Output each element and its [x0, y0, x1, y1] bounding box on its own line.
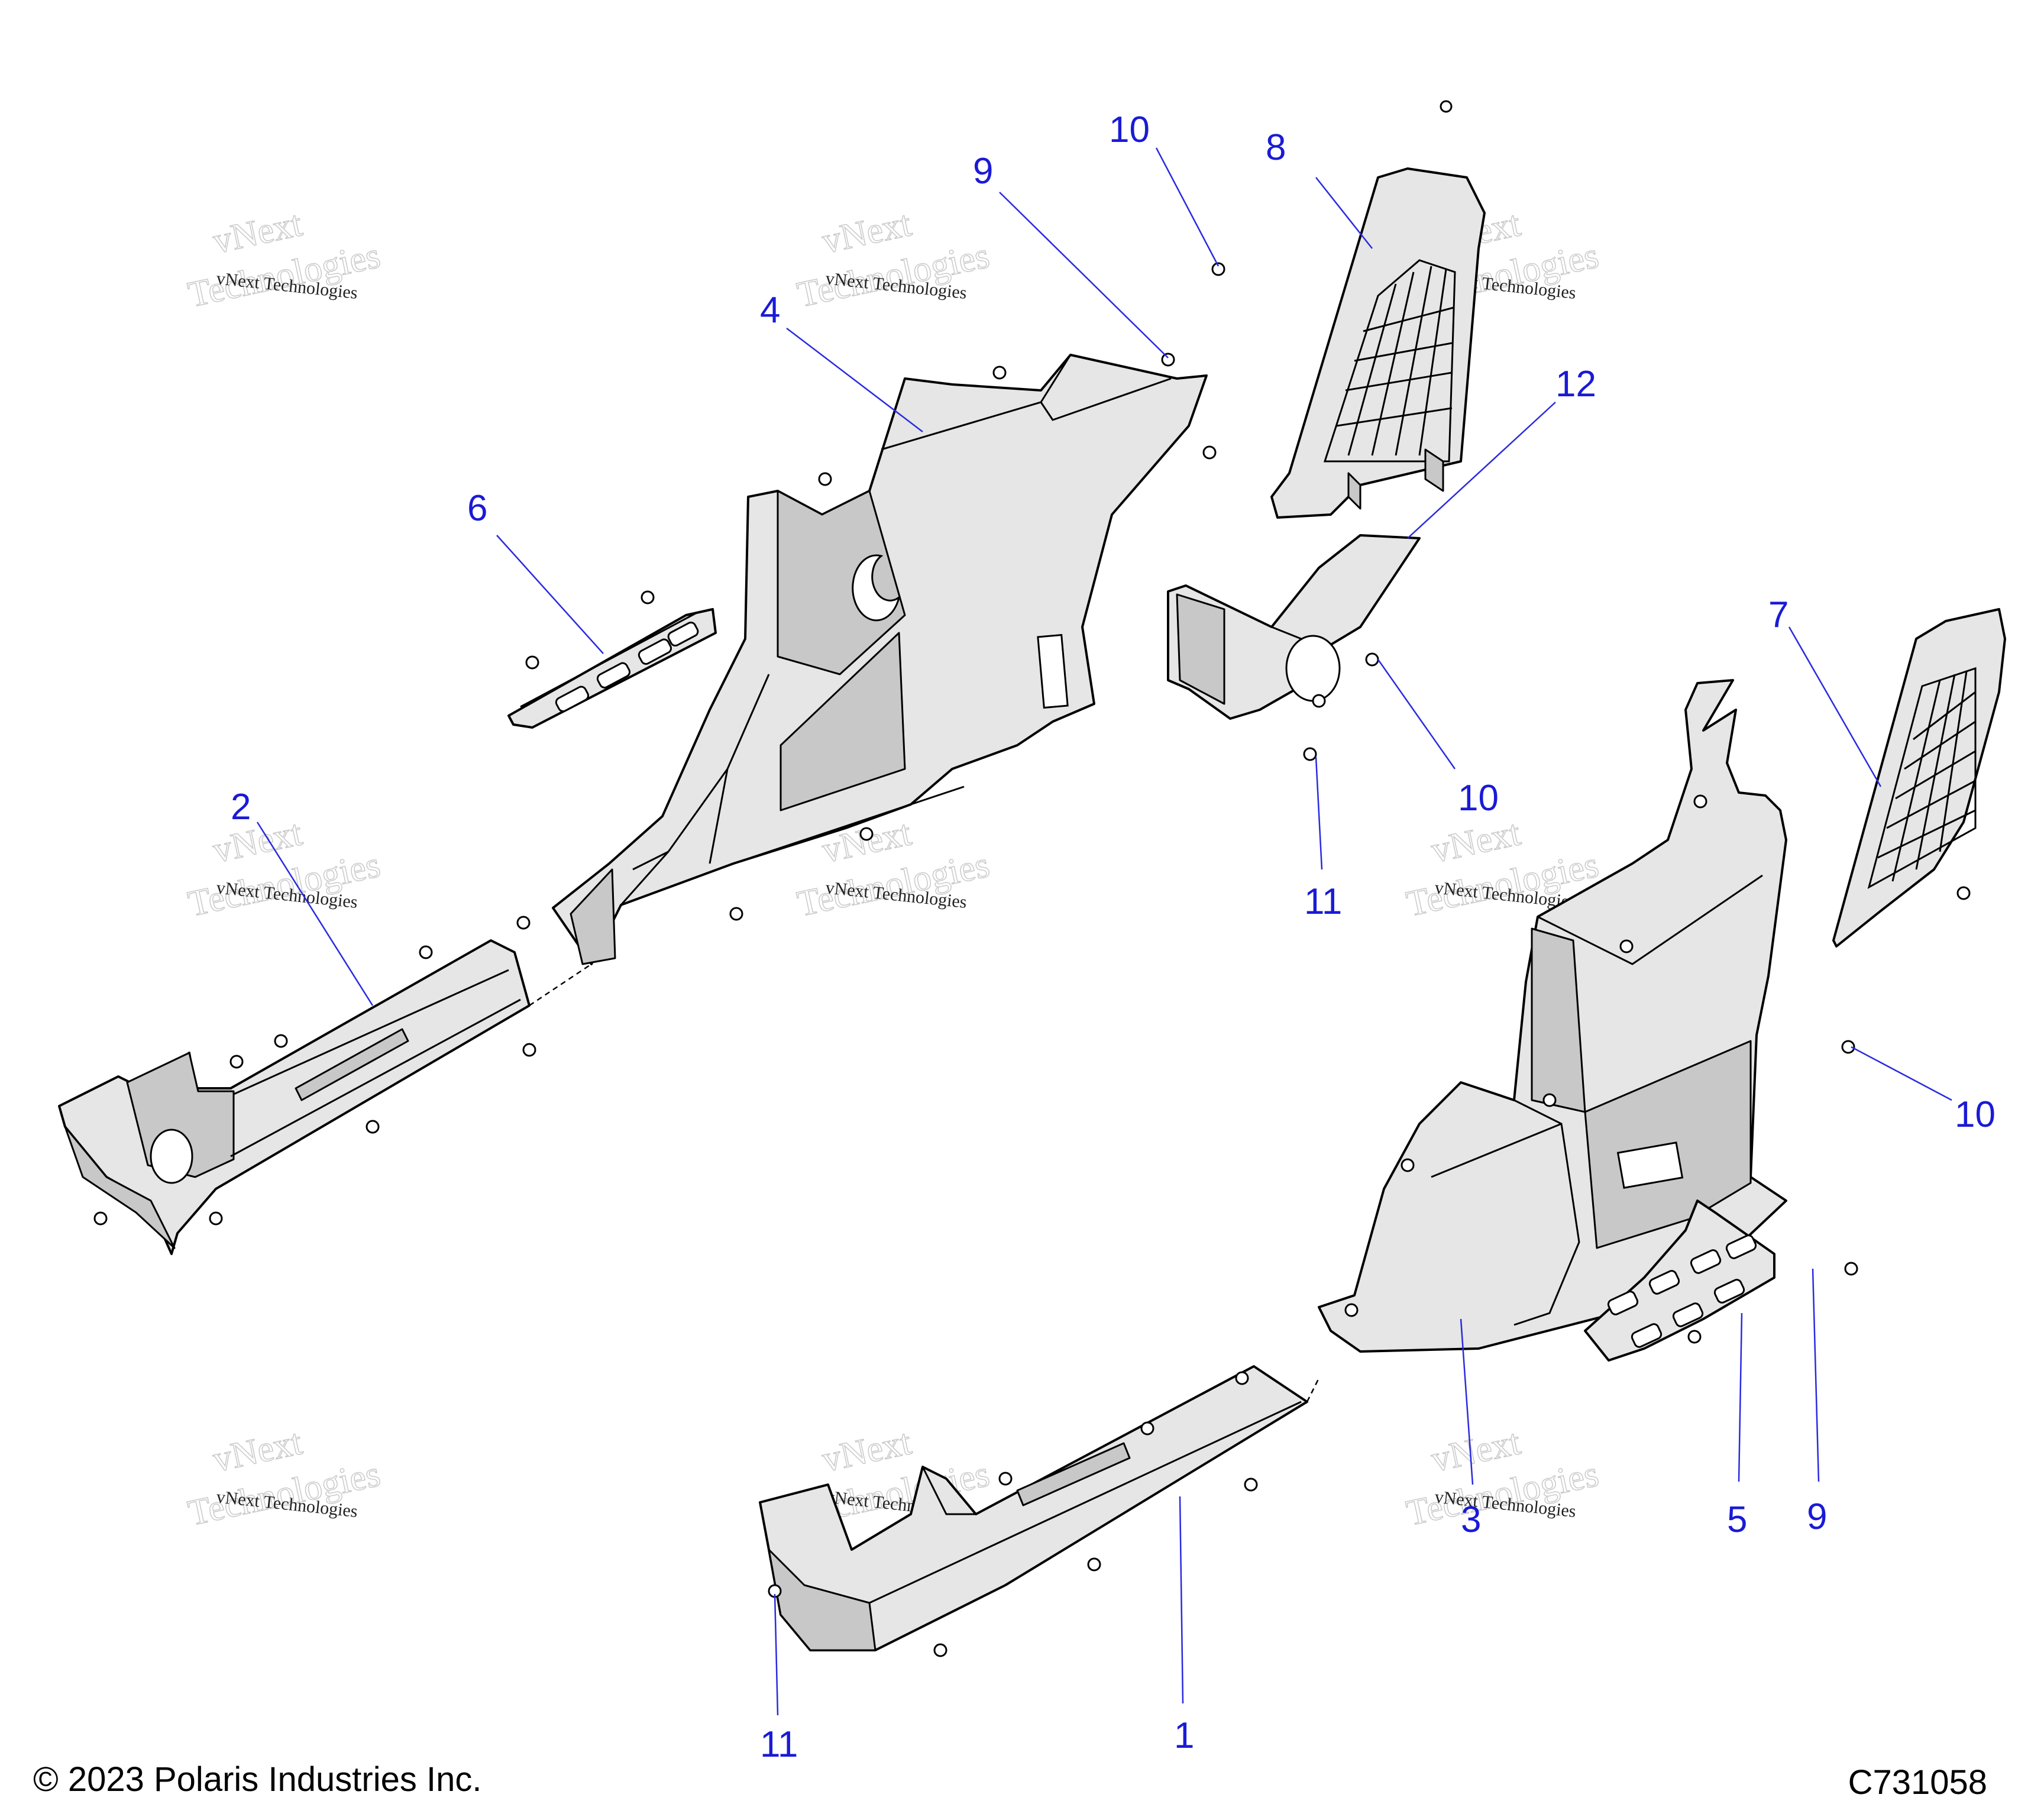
screw-icon: [1161, 353, 1175, 367]
screw-icon: [998, 1472, 1013, 1486]
callout-2: 2: [231, 787, 251, 827]
screw-icon: [1365, 652, 1379, 667]
screw-icon: [992, 366, 1007, 380]
part-12-front-duct: [1167, 534, 1421, 720]
screw-icon: [229, 1055, 244, 1069]
screw-icon: [1087, 1557, 1101, 1572]
callout-8: 8: [1266, 127, 1286, 168]
part-6-left-foot-rest: [507, 608, 717, 729]
screw-icon: [641, 590, 655, 604]
callout-9: 9: [1807, 1496, 1827, 1537]
screw-icon: [1619, 939, 1634, 953]
screw-icon: [1140, 1421, 1154, 1436]
callout-5: 5: [1727, 1499, 1747, 1540]
screw-icon: [1844, 1262, 1858, 1276]
callout-10: 10: [1458, 778, 1499, 819]
part-3-right-footwell-panel: [1318, 679, 1787, 1353]
copyright-notice: © 2023 Polaris Industries Inc.: [33, 1760, 482, 1799]
callout-11: 11: [760, 1724, 798, 1765]
callout-12: 12: [1555, 364, 1596, 405]
part-5-right-foot-rest: [1584, 1200, 1775, 1362]
screw-icon: [209, 1211, 223, 1226]
screw-icon: [1303, 747, 1317, 761]
part-4-left-footwell-panel: [552, 354, 1208, 965]
screw-icon: [729, 907, 743, 921]
screw-icon: [933, 1643, 947, 1657]
callout-9: 9: [973, 151, 993, 192]
nut-icon: [1202, 445, 1217, 460]
nut-icon: [1211, 262, 1225, 276]
push-rivet-icon: [1956, 886, 1971, 900]
leader-lines: [256, 147, 1952, 1716]
part-8-upper-grille: [1270, 167, 1486, 519]
callout-1: 1: [1174, 1715, 1194, 1756]
push-rivet-icon: [1841, 1040, 1855, 1054]
screw-icon: [525, 655, 539, 670]
screw-icon: [1235, 1371, 1249, 1385]
part-2-left-rocker-panel: [58, 939, 592, 1255]
part-7-right-grille: [1832, 608, 2006, 948]
callout-6: 6: [467, 488, 487, 529]
screw-icon: [366, 1120, 380, 1134]
screw-icon: [859, 827, 874, 841]
fasteners: [93, 100, 1971, 1657]
part-1-right-rocker-panel: [759, 1365, 1320, 1651]
callout-10: 10: [1955, 1094, 1996, 1135]
screw-icon: [1344, 1303, 1359, 1317]
screw-icon: [516, 916, 531, 930]
callout-4: 4: [760, 290, 780, 331]
callout-7: 7: [1768, 594, 1789, 635]
screw-icon: [522, 1043, 536, 1057]
callout-numbers: 10 8 9 4 12 6 7 10 2 11 10 3 5 9 1 11: [231, 109, 1996, 1765]
screw-icon: [1244, 1477, 1258, 1492]
screw-icon: [1687, 1330, 1702, 1344]
screw-icon: [1312, 694, 1326, 708]
screw-icon: [419, 945, 433, 959]
screw-icon: [274, 1034, 288, 1048]
screw-icon: [93, 1211, 108, 1226]
screw-icon: [818, 472, 832, 486]
screw-icon: [1542, 1093, 1557, 1107]
callout-10: 10: [1109, 109, 1150, 150]
screw-icon: [1693, 794, 1707, 809]
drawing-number: C731058: [1848, 1763, 1987, 1802]
callout-11: 11: [1304, 881, 1342, 922]
screw-icon: [1401, 1158, 1415, 1172]
callout-3: 3: [1461, 1499, 1481, 1540]
push-rivet-icon: [1440, 100, 1453, 113]
